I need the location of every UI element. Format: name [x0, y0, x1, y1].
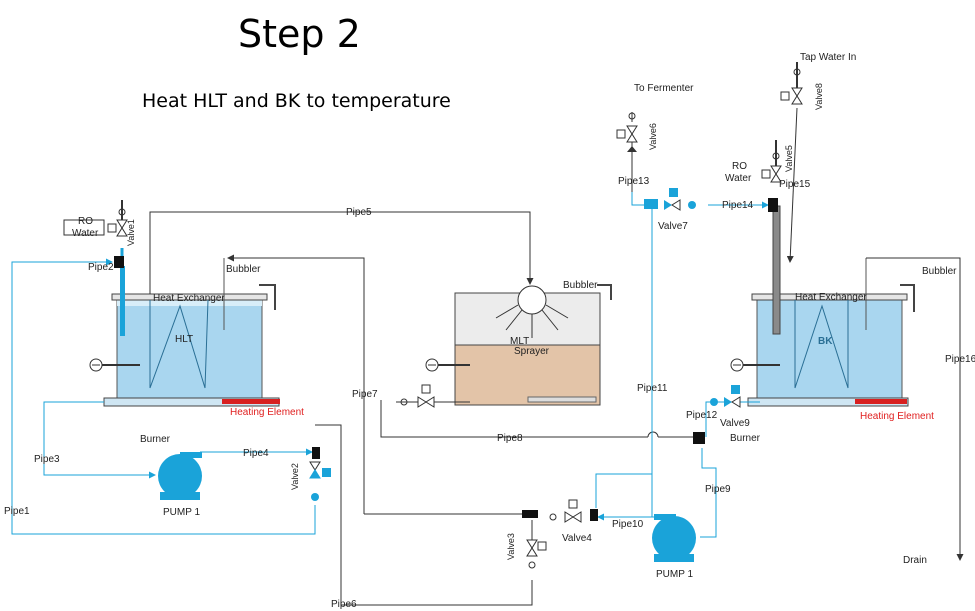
page-title: Step 2	[238, 12, 361, 56]
valve8-label: Valve8	[814, 83, 824, 110]
valve7-label: Valve7	[658, 221, 688, 232]
pipe6-label: Pipe6	[331, 599, 357, 610]
hlt-heating-element	[222, 399, 280, 404]
gray-pipes	[149, 107, 964, 606]
pipe7-label: Pipe7	[352, 389, 378, 400]
bk-heat-exchanger-label: Heat Exchanger	[795, 292, 867, 303]
pipe14-label: Pipe14	[722, 200, 754, 211]
valve6[interactable]: Valve6	[616, 112, 658, 152]
valve7[interactable]: Valve7	[644, 188, 696, 232]
mlt-name: MLT	[510, 336, 529, 347]
pipe9-label: Pipe9	[705, 484, 731, 495]
bk-heating-element	[855, 399, 907, 404]
pipe12-label: Pipe12	[686, 410, 718, 421]
pump-right[interactable]: PUMP 1	[652, 514, 696, 580]
annotations: RO Water RO Water To Fermenter Tap Water…	[4, 52, 975, 610]
pipe8-label: Pipe8	[497, 433, 523, 444]
valve6-label: Valve6	[648, 123, 658, 150]
pipe13-label: Pipe13	[618, 176, 650, 187]
bk-heating-element-label: Heating Element	[860, 411, 934, 422]
hlt-bubbler-label: Bubbler	[226, 264, 261, 275]
tap-water-in-label: Tap Water In	[800, 52, 856, 63]
valve1[interactable]: Valve1	[107, 200, 136, 246]
valve5[interactable]: Valve5	[761, 140, 794, 183]
valve4-label: Valve4	[562, 533, 592, 544]
bk-bubbler-label: Bubbler	[922, 266, 957, 277]
hlt-name: HLT	[175, 334, 193, 345]
hlt-tank: HLT Heat Exchanger Bubbler Heating Eleme…	[89, 258, 304, 418]
to-fermenter-label: To Fermenter	[634, 83, 694, 94]
ro-water-2-bottom: Water	[725, 173, 752, 184]
valve2[interactable]: Valve2	[290, 447, 331, 501]
valve8[interactable]: Valve8	[780, 62, 824, 110]
ro-water-2-top: RO	[732, 161, 747, 172]
hlt-heating-element-label: Heating Element	[230, 407, 304, 418]
pipe3-label: Pipe3	[34, 454, 60, 465]
ro-water-1-bottom: Water	[72, 228, 99, 239]
pipe5-label: Pipe5	[346, 207, 372, 218]
valve2-label: Valve2	[290, 463, 300, 490]
valve9[interactable]: Valve9	[710, 385, 750, 429]
valve3-label: Valve3	[506, 533, 516, 560]
pipe11-label: Pipe11	[637, 383, 668, 394]
mlt-bubbler-label: Bubbler	[563, 280, 598, 291]
pipe2-label: Pipe2	[88, 262, 114, 273]
valve9-label: Valve9	[720, 418, 750, 429]
bk-name: BK	[818, 336, 833, 347]
blue-pipes	[11, 192, 769, 538]
valve1-label: Valve1	[126, 219, 136, 246]
ro-water-1-top: RO	[78, 216, 93, 227]
pipe10-label: Pipe10	[612, 519, 644, 530]
mlt-sprayer-label: Sprayer	[514, 346, 550, 357]
pipe1-label: Pipe1	[4, 506, 30, 517]
page-subtitle: Heat HLT and BK to temperature	[142, 90, 451, 112]
pipe16-label: Pipe16	[945, 354, 975, 365]
mlt-tank: MLT Sprayer Bubbler	[425, 280, 612, 406]
pump-right-label: PUMP 1	[656, 569, 693, 580]
pump-left[interactable]: PUMP 1	[158, 452, 202, 518]
mlt-outlet-valve[interactable]	[400, 384, 435, 408]
pipe4-label: Pipe4	[243, 448, 269, 459]
pump-left-label: PUMP 1	[163, 507, 200, 518]
burner-right-label: Burner	[730, 433, 761, 444]
valve4[interactable]: Valve4	[549, 499, 598, 544]
valve5-label: Valve5	[784, 145, 794, 172]
drain-label: Drain	[903, 555, 927, 566]
hlt-heat-exchanger-label: Heat Exchanger	[153, 293, 225, 304]
burner-left-label: Burner	[140, 434, 171, 445]
bk-tank: BK Heat Exchanger Bubbler Heating Elemen…	[730, 205, 957, 422]
pipe15-label: Pipe15	[779, 179, 811, 190]
valve3[interactable]: Valve3	[506, 510, 547, 569]
